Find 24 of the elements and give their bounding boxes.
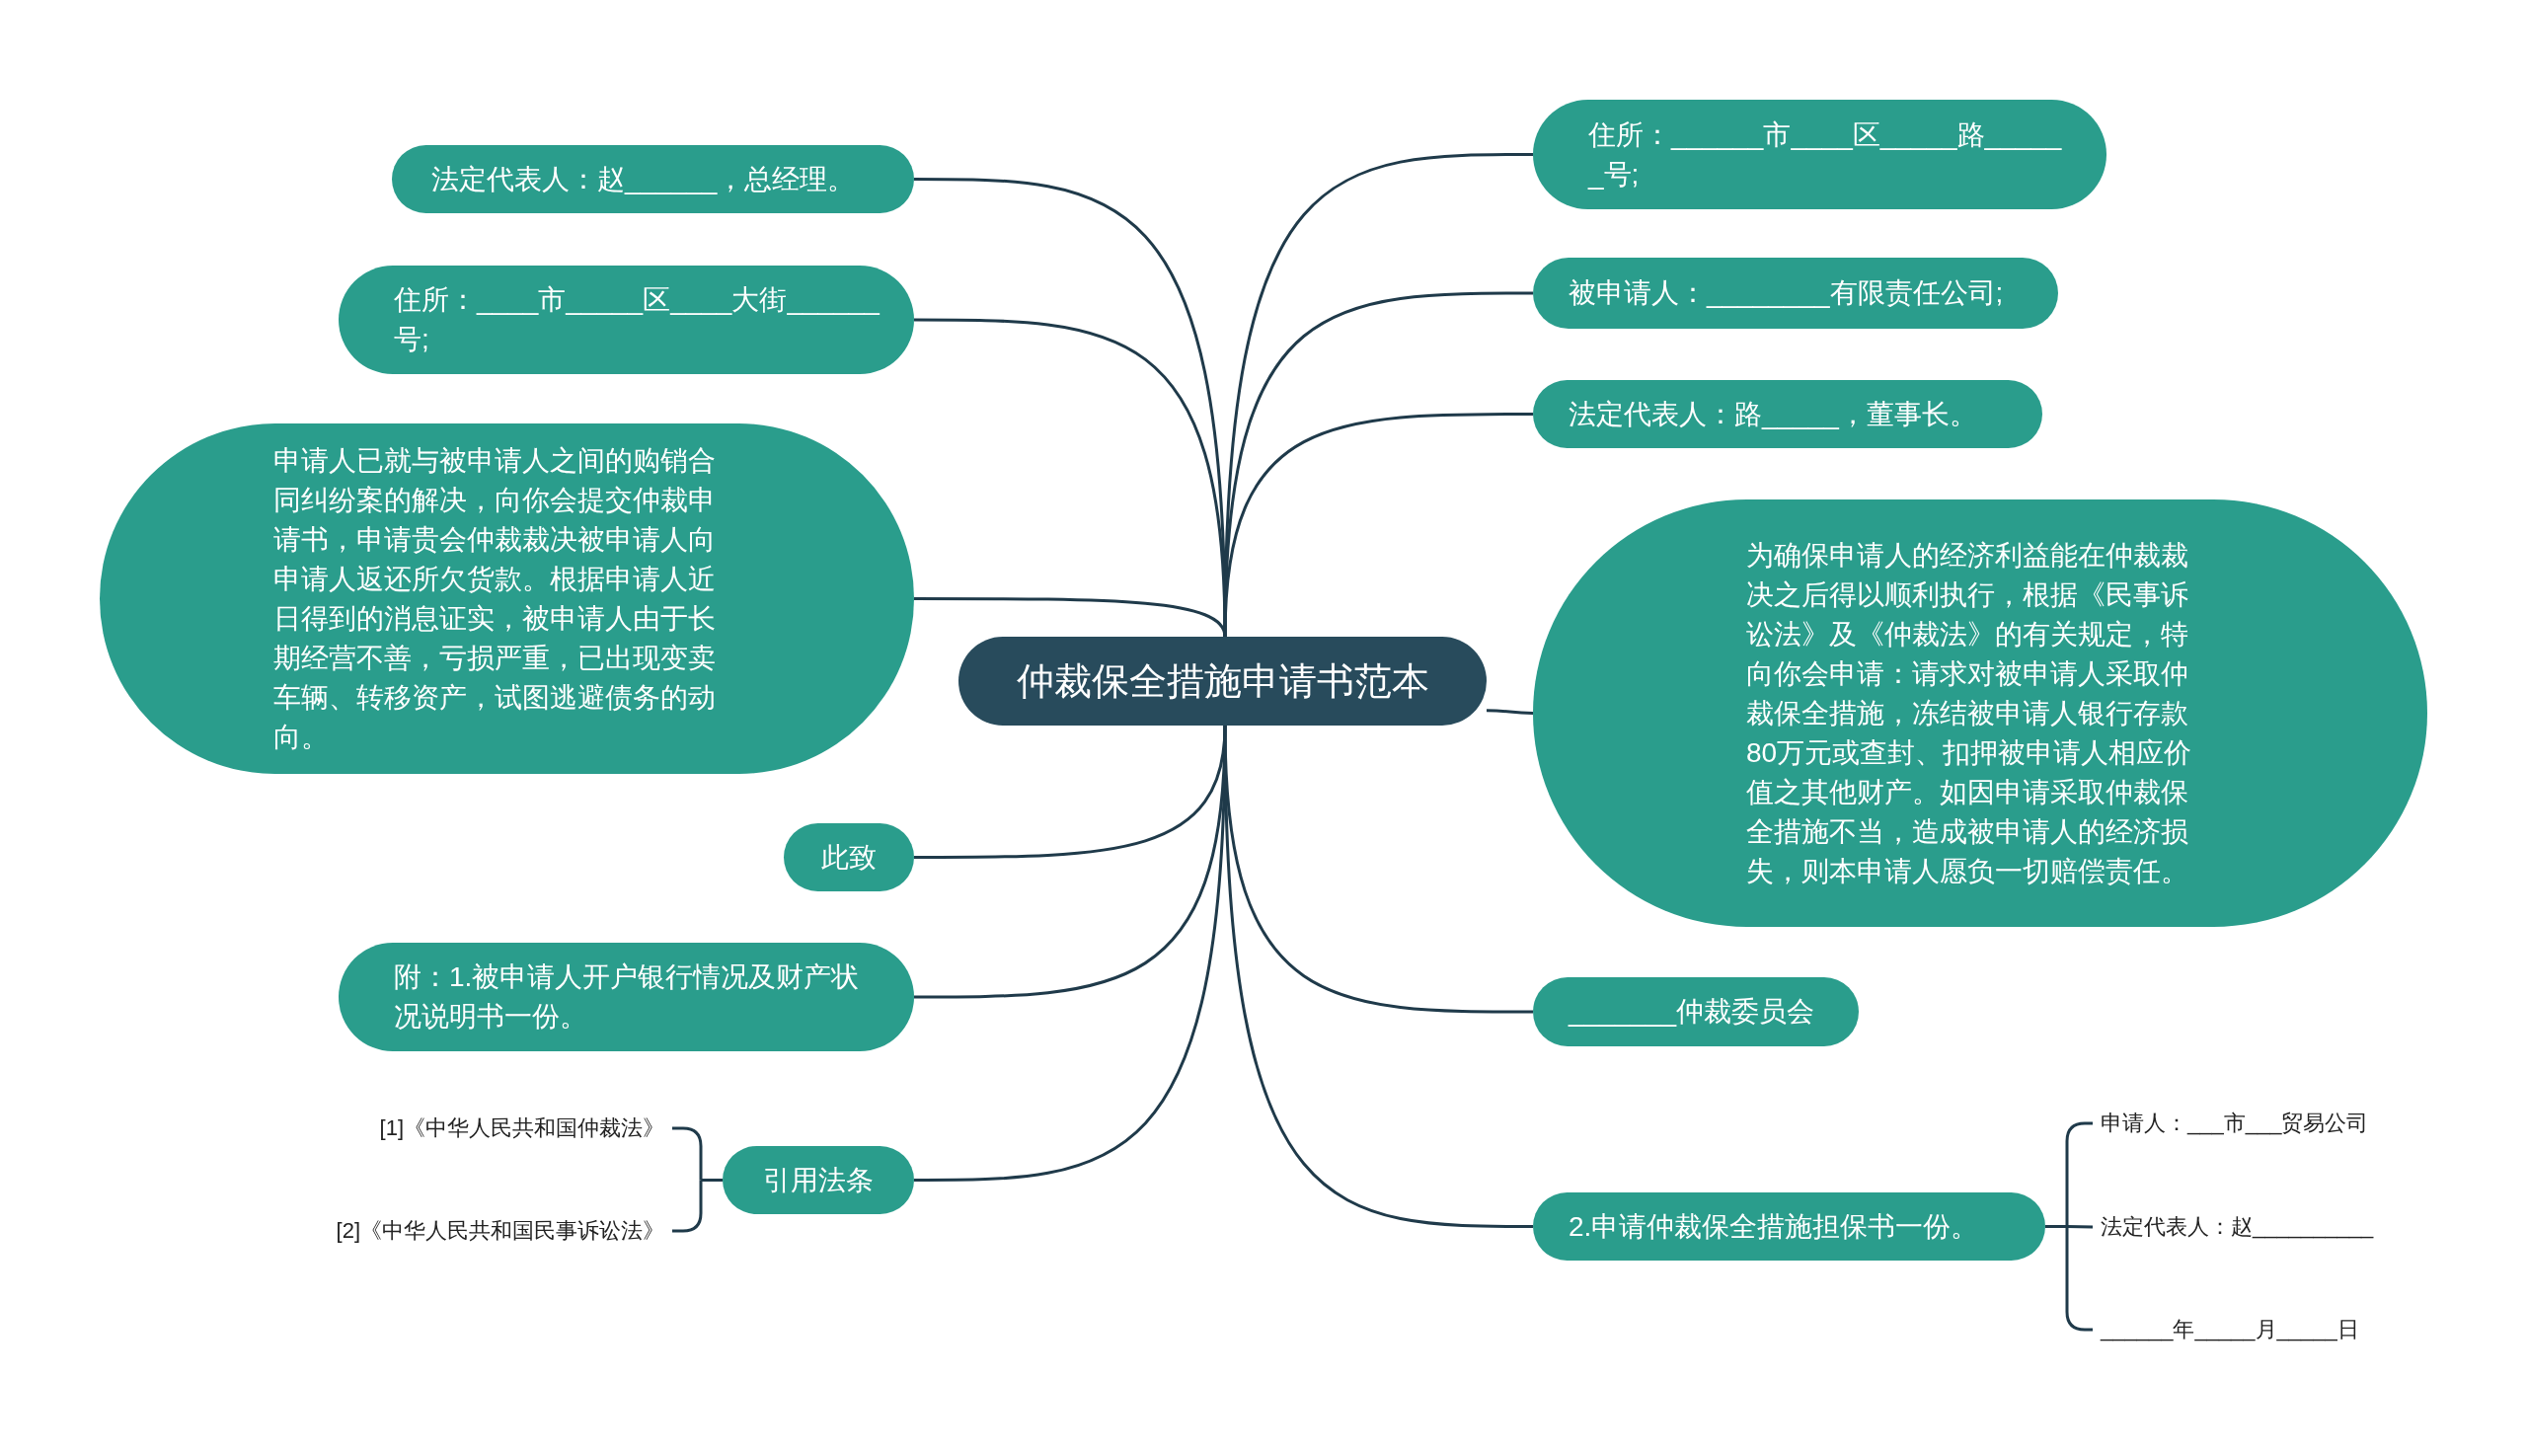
- reference-text: 法定代表人：赵__________: [2101, 1213, 2374, 1241]
- topic-text: 为确保申请人的经济利益能在仲裁裁决之后得以顺利执行，根据《民事诉讼法》及《仲裁法》的有关规定，特向你会申请：请求对被申请人采取仲裁保全措施，冻结被申请人银行存款80万元或查封、扣押被申请人相应价值之其他财产。如因申请采取仲裁保全措施不当，造成被申请人的经济损失，则本申请人愿负一切赔偿责任。: [1746, 538, 2193, 888]
- topic-text: 法定代表人：路_____，董事长。: [1569, 397, 1977, 431]
- connector-line: [1223, 725, 1533, 1228]
- topic-text: 申请人已就与被申请人之间的购销合同纠纷案的解决，向你会提交仲裁申请书，申请贵会仲裁裁决被申请人向申请人返还所欠货款。根据申请人近日得到的消息证实，被申请人由于长期经营不善，亏损严重，已出现变卖车辆、转移资产，试图逃避债务的动向。: [273, 443, 717, 754]
- topic-title: 仲裁保全措施申请书范本: [1016, 658, 1429, 704]
- connector-line: [914, 597, 1227, 638]
- topic-text: 引用法条: [763, 1163, 874, 1197]
- topic-text: _______仲裁委员会: [1569, 995, 1814, 1029]
- topic-text: 住所：____市_____区____大街______号;: [394, 283, 881, 356]
- topic-text: 附：1.被申请人开户银行情况及财产状况说明书一份。: [394, 960, 861, 1034]
- topic-text: 2.申请仲裁保全措施担保书一份。: [1569, 1209, 1979, 1244]
- reference-text: [1]《中华人民共和国仲裁法》: [379, 1114, 664, 1142]
- connector-line: [914, 725, 1227, 1182]
- bracket-connector: [2043, 1225, 2095, 1332]
- topic-text: 被申请人：________有限责任公司;: [1569, 276, 2004, 310]
- topic-text: 住所：______市____区_____路______号;: [1588, 117, 2063, 192]
- topic-text: 此致: [821, 840, 877, 875]
- connector-line: [1487, 709, 1533, 715]
- bracket-connector: [670, 1179, 725, 1233]
- reference-text: ______年_____月_____日: [2101, 1316, 2359, 1343]
- topic-text: 法定代表人：赵______，总经理。: [431, 162, 856, 196]
- reference-text: 申请人：___市___贸易公司: [2101, 1110, 2369, 1137]
- reference-text: [2]《中华人民共和国民事诉讼法》: [336, 1217, 664, 1245]
